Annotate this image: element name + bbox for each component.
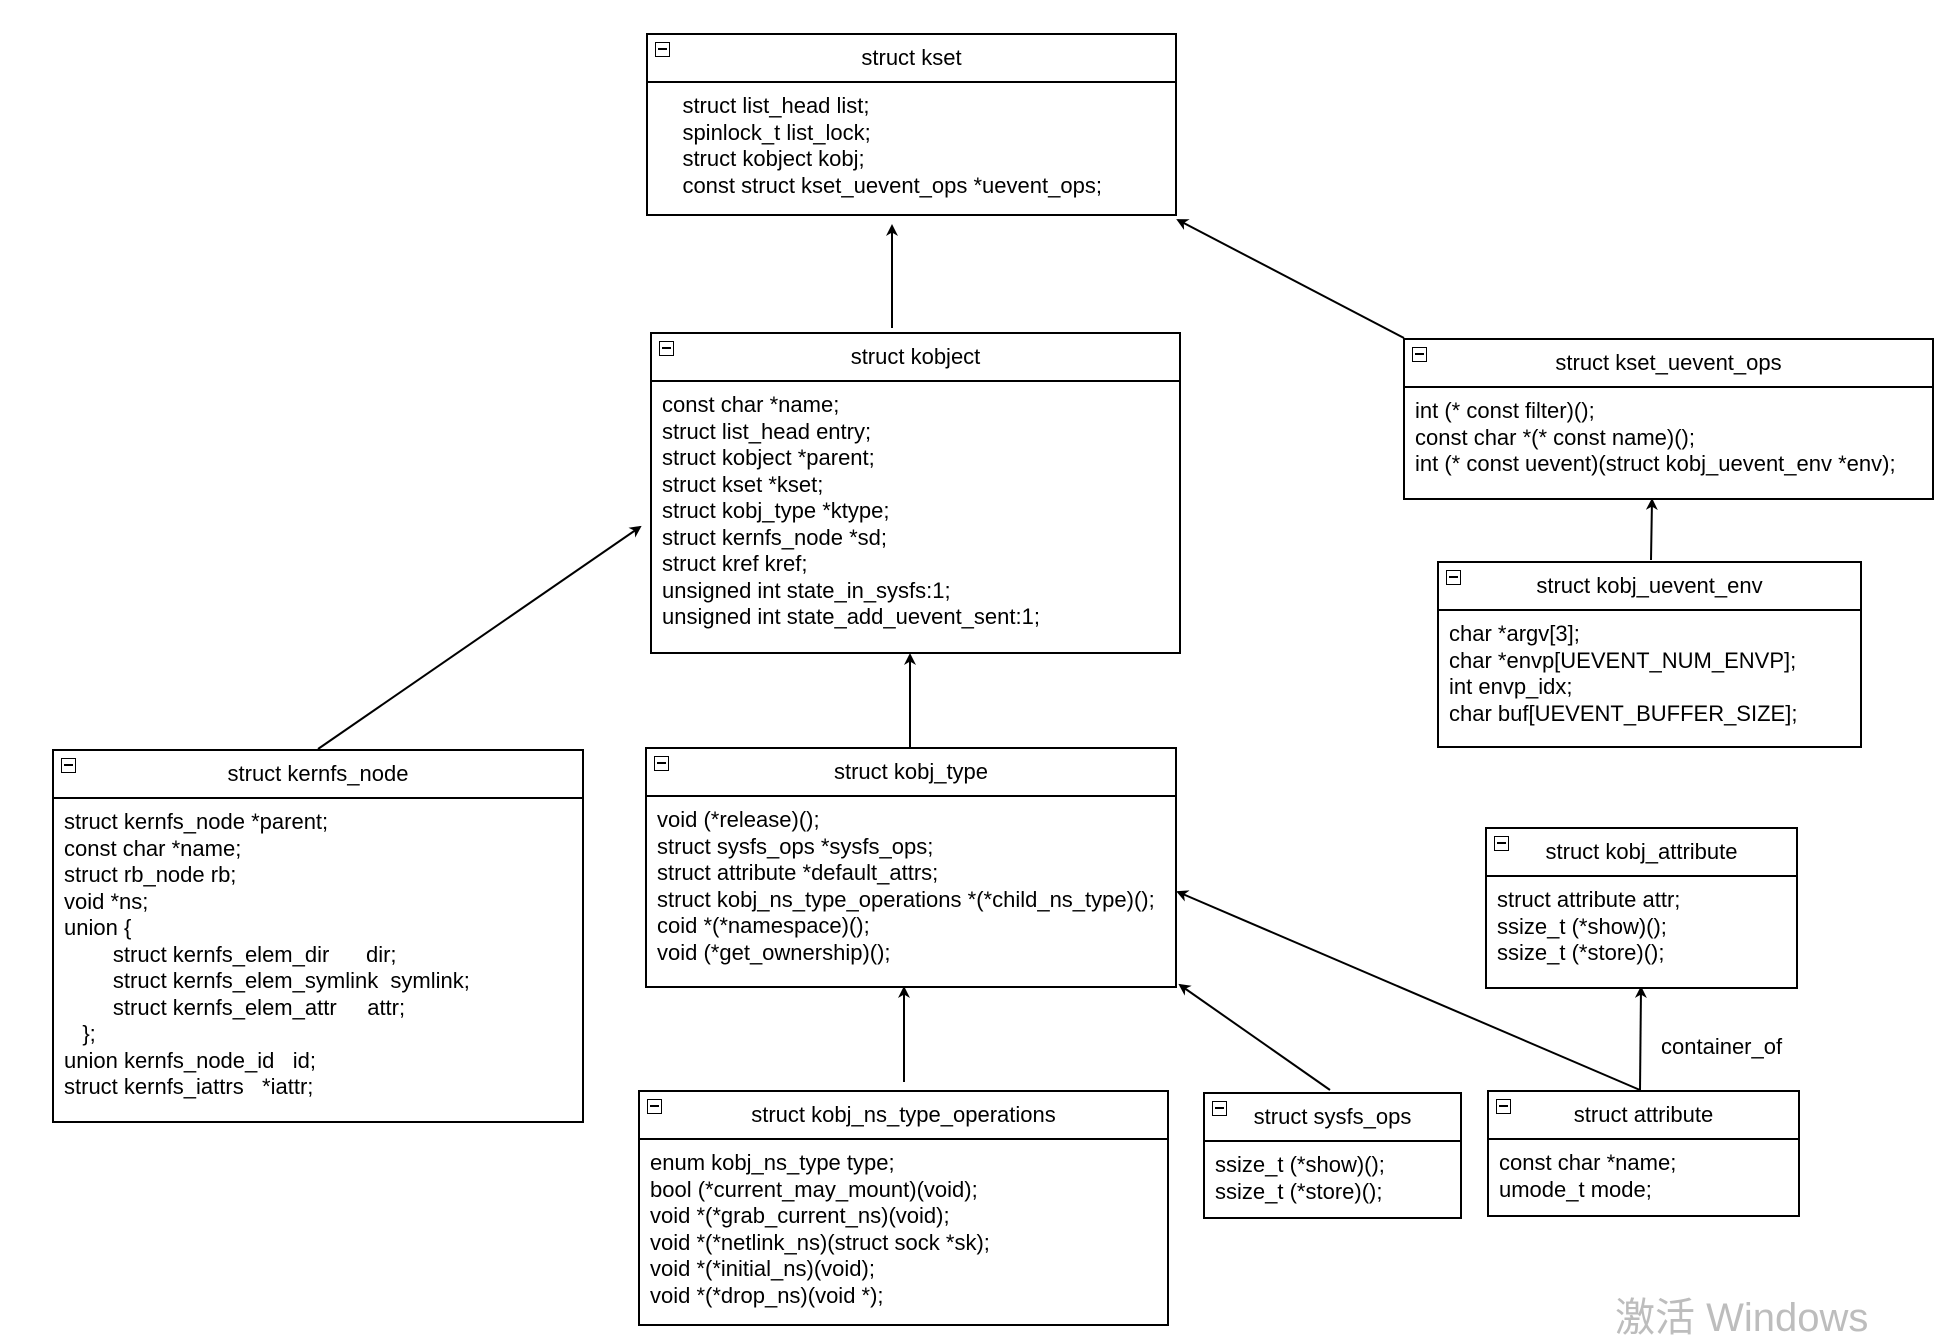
struct-kobj-ns-type-operations-box[interactable]: struct kobj_ns_type_operations enum kobj… xyxy=(638,1090,1169,1326)
struct-kobj-type-header: struct kobj_type xyxy=(647,749,1175,797)
collapse-icon[interactable] xyxy=(1446,570,1461,585)
struct-kset-fields: struct list_head list; spinlock_t list_l… xyxy=(682,93,1102,198)
struct-kobj-attribute-title: struct kobj_attribute xyxy=(1545,839,1738,864)
collapse-icon[interactable] xyxy=(655,42,670,57)
collapse-icon[interactable] xyxy=(654,756,669,771)
struct-kernfs-node-box[interactable]: struct kernfs_node struct kernfs_node *p… xyxy=(52,749,584,1123)
struct-kobj-attribute-header: struct kobj_attribute xyxy=(1487,829,1796,877)
struct-kobj-type-box[interactable]: struct kobj_type void (*release)(); stru… xyxy=(645,747,1177,988)
struct-kobject-box[interactable]: struct kobject const char *name; struct … xyxy=(650,332,1181,654)
arrow-sysfs-ops-to-kobj-type xyxy=(1178,983,1331,1091)
struct-attribute-fields: const char *name; umode_t mode; xyxy=(1499,1150,1677,1202)
struct-kernfs-node-title: struct kernfs_node xyxy=(227,761,409,786)
struct-attribute-header: struct attribute xyxy=(1489,1092,1798,1140)
arrow-kernfs-node-to-kobject xyxy=(317,525,642,750)
struct-sysfs-ops-fields: ssize_t (*show)(); ssize_t (*store)(); xyxy=(1215,1152,1385,1204)
struct-kobject-title: struct kobject xyxy=(850,344,981,369)
struct-kobj-type-fields: void (*release)(); struct sysfs_ops *sys… xyxy=(657,807,1155,965)
struct-kobj-ns-type-operations-header: struct kobj_ns_type_operations xyxy=(640,1092,1167,1140)
struct-kobject-header: struct kobject xyxy=(652,334,1179,382)
struct-kobj-attribute-fields: struct attribute attr; ssize_t (*show)()… xyxy=(1497,887,1681,965)
collapse-icon[interactable] xyxy=(1494,836,1509,851)
struct-kset-title: struct kset xyxy=(861,45,962,70)
struct-sysfs-ops-box[interactable]: struct sysfs_ops ssize_t (*show)(); ssiz… xyxy=(1203,1092,1462,1219)
collapse-icon[interactable] xyxy=(1412,347,1427,362)
struct-kset-uevent-ops-box[interactable]: struct kset_uevent_ops int (* const filt… xyxy=(1403,338,1934,500)
struct-kobj-ns-type-operations-fields: enum kobj_ns_type type; bool (*current_m… xyxy=(650,1150,990,1308)
struct-kobj-uevent-env-fields: char *argv[3]; char *envp[UEVENT_NUM_ENV… xyxy=(1449,621,1798,726)
struct-kernfs-node-fields: struct kernfs_node *parent; const char *… xyxy=(64,809,470,1099)
struct-kobj-ns-type-operations-title: struct kobj_ns_type_operations xyxy=(751,1102,1056,1127)
struct-kobj-attribute-box[interactable]: struct kobj_attribute struct attribute a… xyxy=(1485,827,1798,989)
struct-kset-uevent-ops-fields: int (* const filter)(); const char *(* c… xyxy=(1415,398,1896,476)
struct-kobj-uevent-env-box[interactable]: struct kobj_uevent_env char *argv[3]; ch… xyxy=(1437,561,1862,748)
struct-kset-uevent-ops-header: struct kset_uevent_ops xyxy=(1405,340,1932,388)
struct-kobj-uevent-env-header: struct kobj_uevent_env xyxy=(1439,563,1860,611)
arrow-kset-uevent-ops-to-kset xyxy=(1176,219,1405,339)
windows-activation-watermark: 激活 Windows xyxy=(1615,1296,1869,1340)
struct-kset-uevent-ops-title: struct kset_uevent_ops xyxy=(1555,350,1782,375)
struct-attribute-box[interactable]: struct attribute const char *name; umode… xyxy=(1487,1090,1800,1217)
struct-sysfs-ops-title: struct sysfs_ops xyxy=(1253,1104,1412,1129)
struct-kobj-type-title: struct kobj_type xyxy=(833,759,989,784)
struct-kernfs-node-header: struct kernfs_node xyxy=(54,751,582,799)
struct-kset-header: struct kset xyxy=(648,35,1175,83)
collapse-icon[interactable] xyxy=(647,1099,662,1114)
collapse-icon[interactable] xyxy=(1496,1099,1511,1114)
arrow-kobj-uevent-env-to-kset-uevent-ops xyxy=(1645,498,1658,561)
struct-kobject-fields: const char *name; struct list_head entry… xyxy=(662,392,1040,629)
struct-attribute-title: struct attribute xyxy=(1573,1102,1714,1127)
arrow-attribute-to-kobj-type xyxy=(1176,890,1641,1091)
collapse-icon[interactable] xyxy=(1212,1101,1227,1116)
struct-sysfs-ops-header: struct sysfs_ops xyxy=(1205,1094,1460,1142)
arrow-attribute-to-kobj-attribute xyxy=(1634,986,1647,1091)
struct-kobj-uevent-env-title: struct kobj_uevent_env xyxy=(1536,573,1763,598)
container-of-label: container_of xyxy=(1661,1034,1783,1059)
collapse-icon[interactable] xyxy=(61,758,76,773)
struct-kset-box[interactable]: struct kset struct list_head list; spinl… xyxy=(646,33,1177,216)
collapse-icon[interactable] xyxy=(659,341,674,356)
